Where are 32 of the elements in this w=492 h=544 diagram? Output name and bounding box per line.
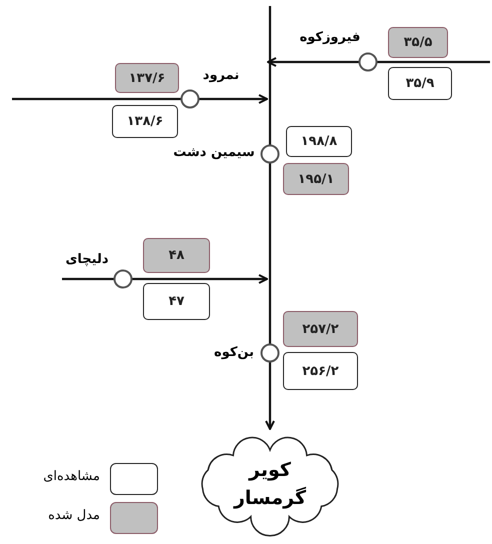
observed-value-box: ۱۳۸/۶ <box>112 105 178 138</box>
modeled-value-box: ۴۸ <box>143 238 210 273</box>
observed-value-box: ۲۵۶/۲ <box>283 352 358 390</box>
modeled-value-box: ۱۹۵/۱ <box>283 163 349 195</box>
station-circle <box>260 343 280 363</box>
observed-value-box: ۱۹۸/۸ <box>286 126 352 157</box>
modeled-value-box: ۱۳۷/۶ <box>115 63 179 93</box>
river-line <box>12 98 181 100</box>
station-circle <box>260 144 280 164</box>
legend-label: مدل شده <box>48 508 100 523</box>
river-line <box>268 6 272 145</box>
station-name: فیروزکوه <box>298 30 362 45</box>
place-name: کویر گرمسار <box>232 458 308 511</box>
station-circle <box>358 52 378 72</box>
station-name: سیمین دشت <box>172 145 256 160</box>
river-line <box>377 60 490 64</box>
modeled-value-box: ۳۵/۵ <box>388 27 448 58</box>
station-circle <box>180 89 200 109</box>
river-arrow <box>199 94 268 104</box>
river-line <box>62 278 114 280</box>
station-name: دلیچای <box>64 252 110 267</box>
station-circle <box>113 269 133 289</box>
legend-label: مشاهده‌ای <box>43 469 100 484</box>
station-name: نمرود <box>202 68 240 83</box>
river-arrow <box>265 362 275 430</box>
river-arrow <box>132 274 268 284</box>
observed-value-box: ۳۵/۹ <box>388 67 452 100</box>
observed-value-box: ۴۷ <box>143 283 210 320</box>
river-arrow <box>267 57 359 67</box>
modeled-value-box: ۲۵۷/۲ <box>283 311 358 347</box>
station-name: بن‌کوه <box>213 345 255 360</box>
river-line <box>268 163 272 344</box>
